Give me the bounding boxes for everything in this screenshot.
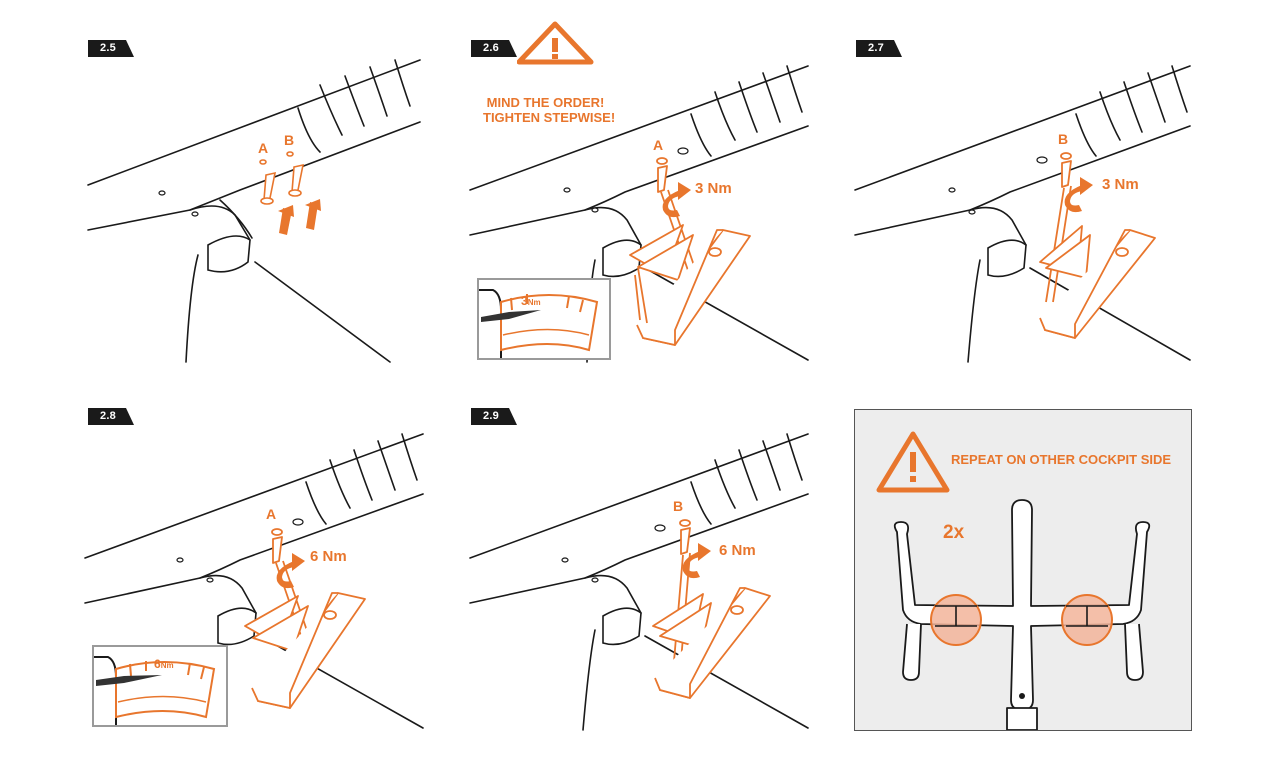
rotate-arrow-icon [682,543,711,579]
warning-line-2: TIGHTEN STEPWISE! [483,110,616,125]
screw-label-b: B [673,498,684,514]
torque-value: 6 Nm [310,548,347,565]
warning-line-1: MIND THE ORDER! [486,95,605,110]
screw-label-b: B [284,132,295,148]
torque-value: 3 Nm [1102,176,1139,193]
step-tag: 2.8 [88,408,134,425]
step-tag-bg [856,40,902,57]
step-number: 2.9 [483,410,499,422]
warning-text: MIND THE ORDER! TIGHTEN STEPWISE! [483,95,616,125]
step-tag-bg [471,40,517,57]
step-2-7-panel: 2.7 [850,40,1195,365]
repeat-warning-text: REPEAT ON OTHER COCKPIT SIDE [951,452,1172,467]
step-tag-bg [471,408,517,425]
step-number: 2.8 [100,410,116,422]
repeat-other-side-panel: REPEAT ON OTHER COCKPIT SIDE 2x [854,409,1192,731]
bolts-and-arrows [259,151,321,235]
step-tag: 2.6 [471,40,517,57]
step-2-5-panel: 2.5 A B [80,40,425,365]
arrow-up-icon [278,199,321,235]
screw-label-b: B [1058,131,1069,147]
rotate-arrow-icon [1064,177,1093,213]
gauge-value: 3Nm [521,294,541,308]
gauge-value: 6Nm [154,657,174,671]
handlebar-drawing [854,65,1191,363]
torque-gauge-inset: 6Nm [92,645,228,727]
multiplier-label: 2x [943,522,965,543]
screw-label-a: A [653,137,664,153]
rotate-arrow-icon [276,553,305,589]
torque-gauge-inset: 3Nm [477,278,611,360]
step-tag: 2.7 [856,40,902,57]
handlebar-drawing [469,433,809,731]
torque-wrench-icon [244,528,366,709]
gauge-unit: Nm [160,661,174,670]
screw-label-a: A [258,140,269,156]
step-2-6-panel: 2.6 MIND THE ORDER! TIGHTEN STEPWISE! [465,21,810,365]
torque-wrench-icon [1039,152,1156,339]
gauge-drawing [94,656,216,725]
torque-wrench-icon [629,157,751,346]
torque-value: 6 Nm [719,542,756,559]
handlebar-drawing [84,433,424,729]
cockpit-drawing [893,499,1151,730]
step-2-8-panel: 2.8 [80,408,425,733]
handlebar-drawing [87,59,421,363]
step-tag-bg [88,40,134,57]
gauge-number: 3 [521,294,528,308]
gauge-drawing [479,289,599,358]
screw-label-a: A [266,506,277,522]
step-2-9-panel: 2.9 [465,408,810,733]
torque-value: 3 Nm [695,180,732,197]
step-number: 2.5 [100,42,116,54]
gauge-unit: Nm [527,298,541,307]
gauge-number: 6 [154,657,161,671]
warning-triangle-icon [876,431,950,493]
step-tag-bg [88,408,134,425]
torque-wrench-icon [652,519,771,699]
step-number: 2.7 [868,42,884,54]
handlebar-drawing [469,65,809,363]
step-number: 2.6 [483,42,499,54]
rotate-arrow-icon [662,182,691,218]
warning-triangle-icon [517,21,594,65]
step-tag: 2.9 [471,408,517,425]
step-tag: 2.5 [88,40,134,57]
